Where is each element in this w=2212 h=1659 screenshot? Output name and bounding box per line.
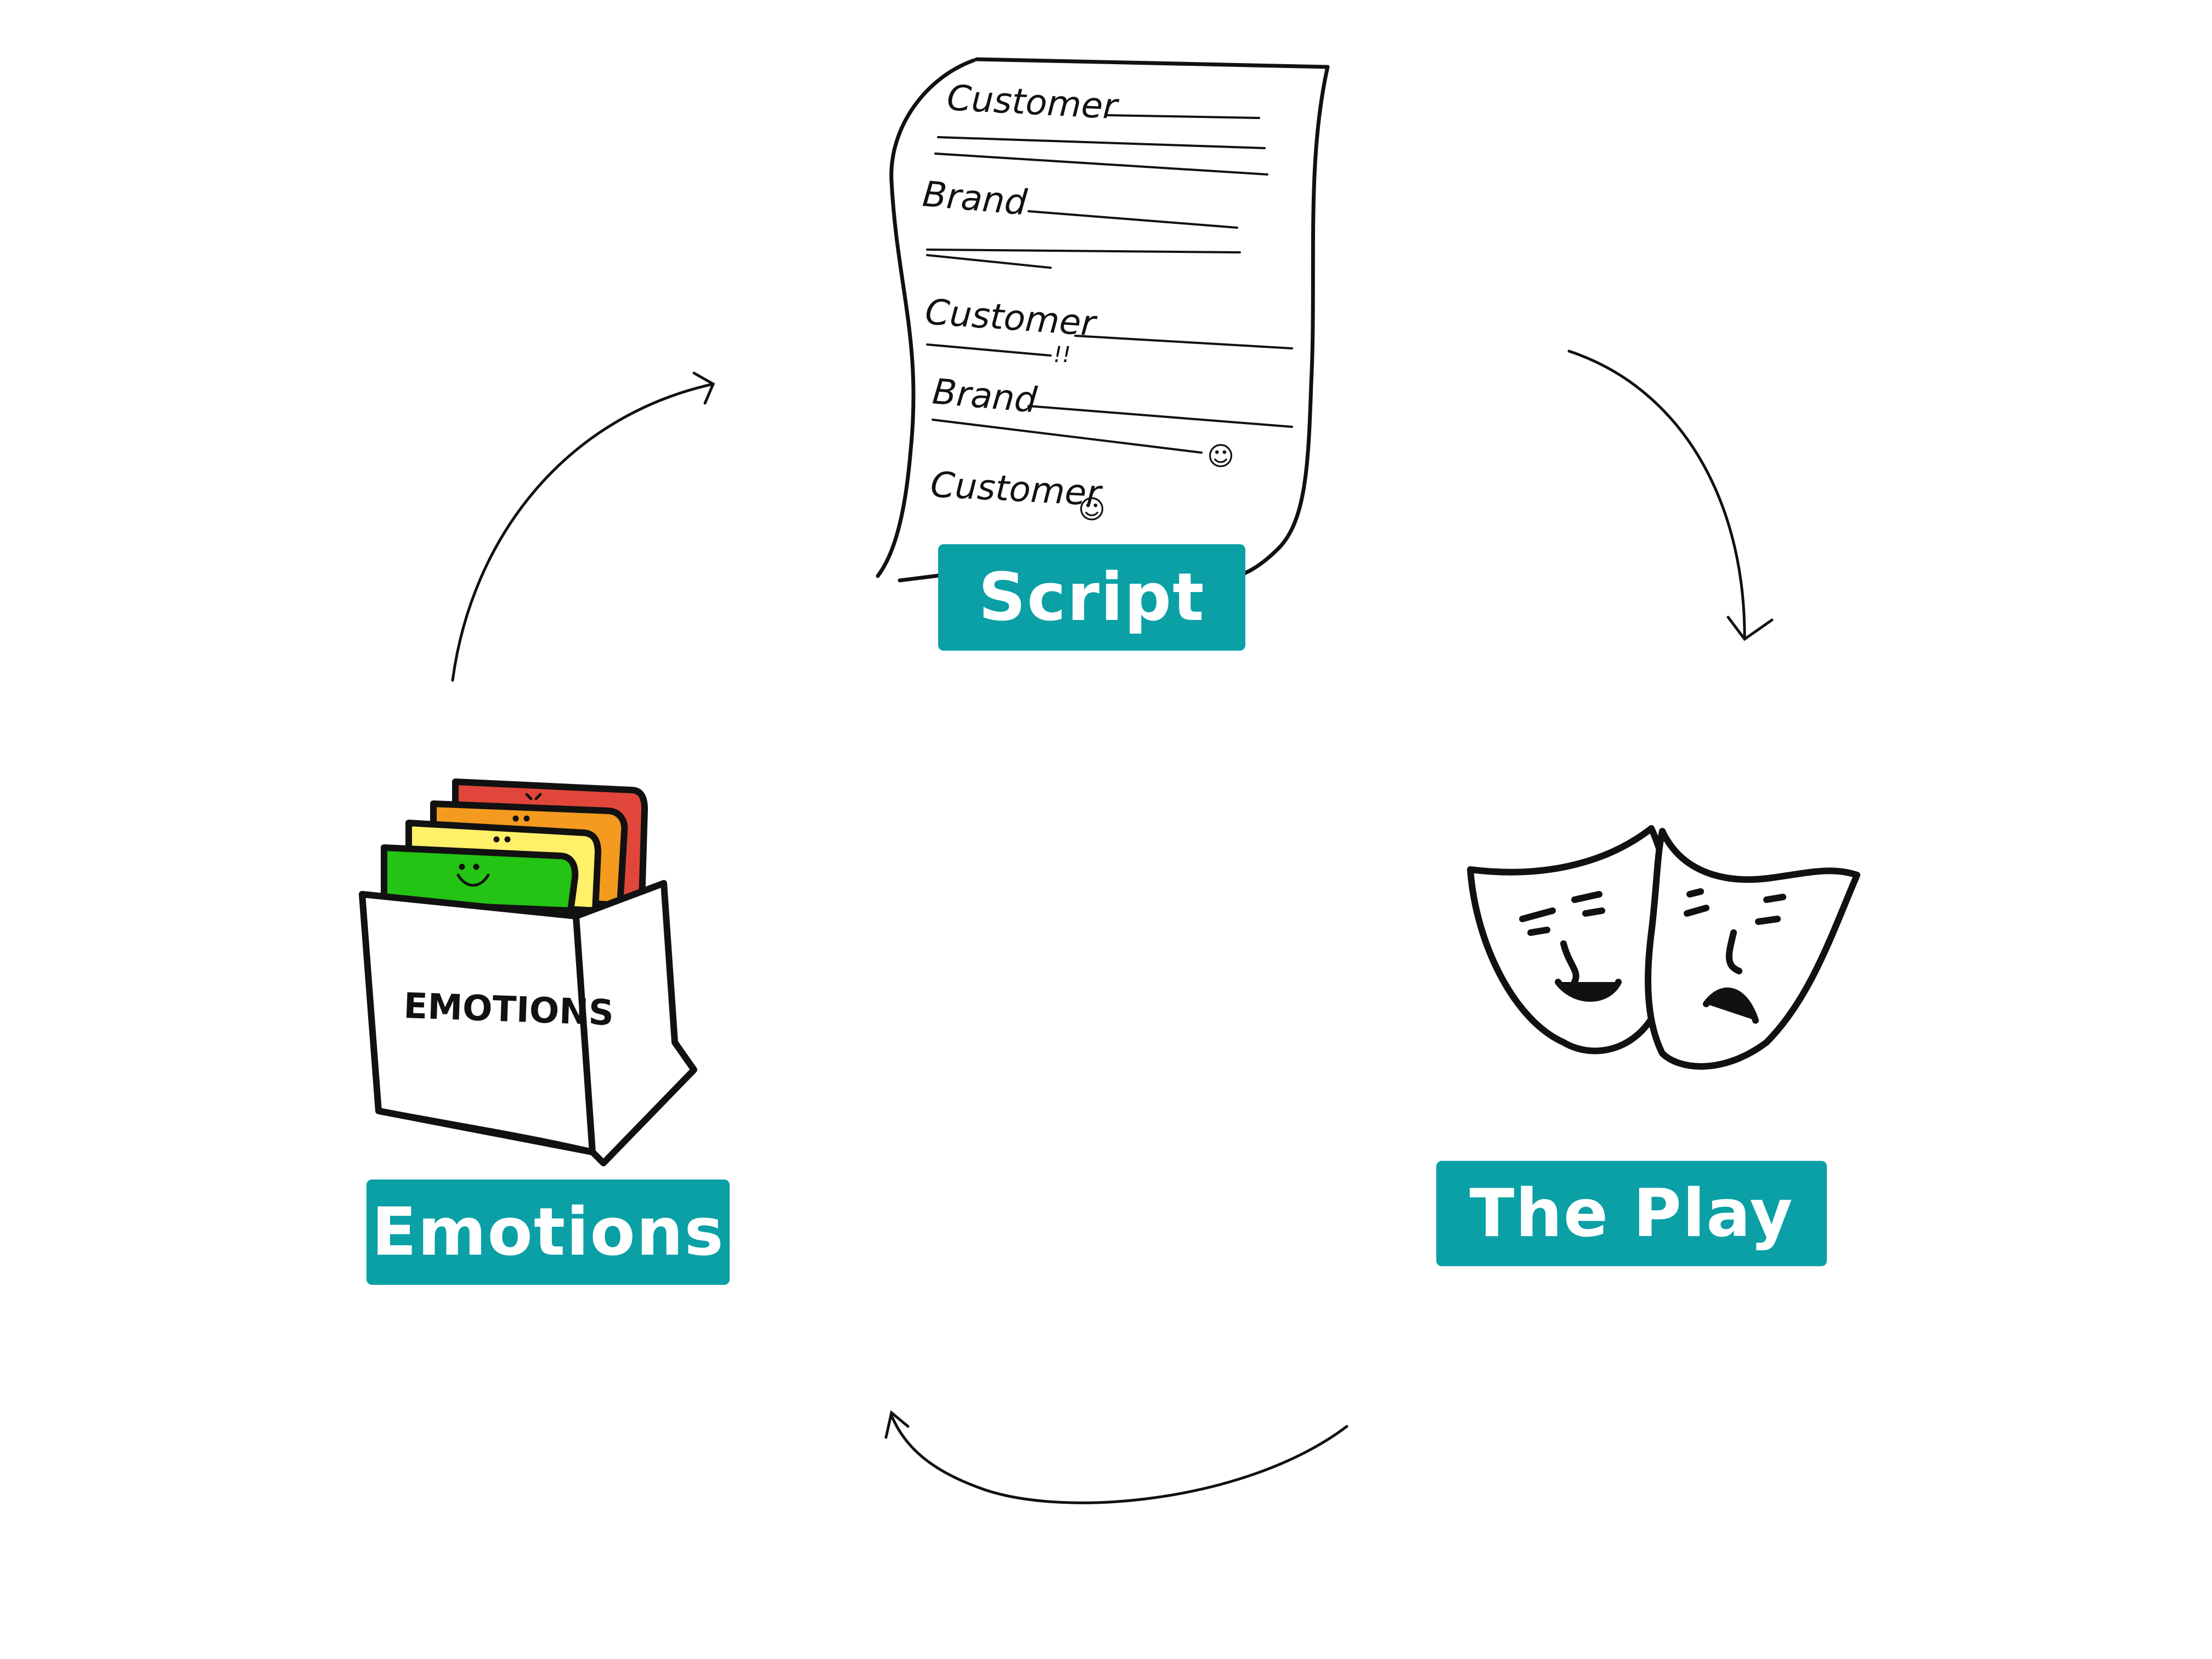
script-speaker-1: Customer [946, 78, 1120, 127]
cycle-arrows [451, 349, 1774, 1504]
arrow-emotions-to-script [451, 382, 715, 682]
script-text-lines: Customer Brand Customer !! Brand ☺ Custo… [921, 78, 1234, 525]
script-mark-5: ☺ [1078, 494, 1105, 525]
card-faces [456, 793, 542, 887]
script-speaker-5: Customer [929, 465, 1104, 514]
script-speaker-4: Brand [931, 371, 1039, 421]
comedy-mask [1467, 825, 1674, 1054]
arrow-script-to-play [1567, 349, 1746, 638]
the-play-label-text: The Play [1469, 1175, 1794, 1252]
script-document [876, 57, 1330, 583]
arrow-play-to-emotions [890, 1414, 1348, 1504]
emotions-label: Emotions [366, 1180, 730, 1285]
script-label: Script [938, 544, 1245, 651]
script-page-outline [876, 58, 976, 578]
emotions-box-icon [359, 778, 697, 1166]
script-speaker-2: Brand [921, 174, 1029, 223]
theatre-masks-icon [1467, 825, 1860, 1070]
card-green [381, 844, 579, 914]
script-speaker-3: Customer [924, 292, 1099, 345]
the-play-label: The Play [1436, 1161, 1827, 1266]
script-mark-4: ☺ [1207, 441, 1234, 472]
emotions-label-text: Emotions [371, 1194, 725, 1271]
tragedy-mask [1645, 828, 1860, 1070]
emotions-box-label: EMOTIONS [403, 986, 614, 1034]
script-mark-3: !! [1053, 342, 1071, 368]
script-label-text: Script [978, 559, 1205, 636]
